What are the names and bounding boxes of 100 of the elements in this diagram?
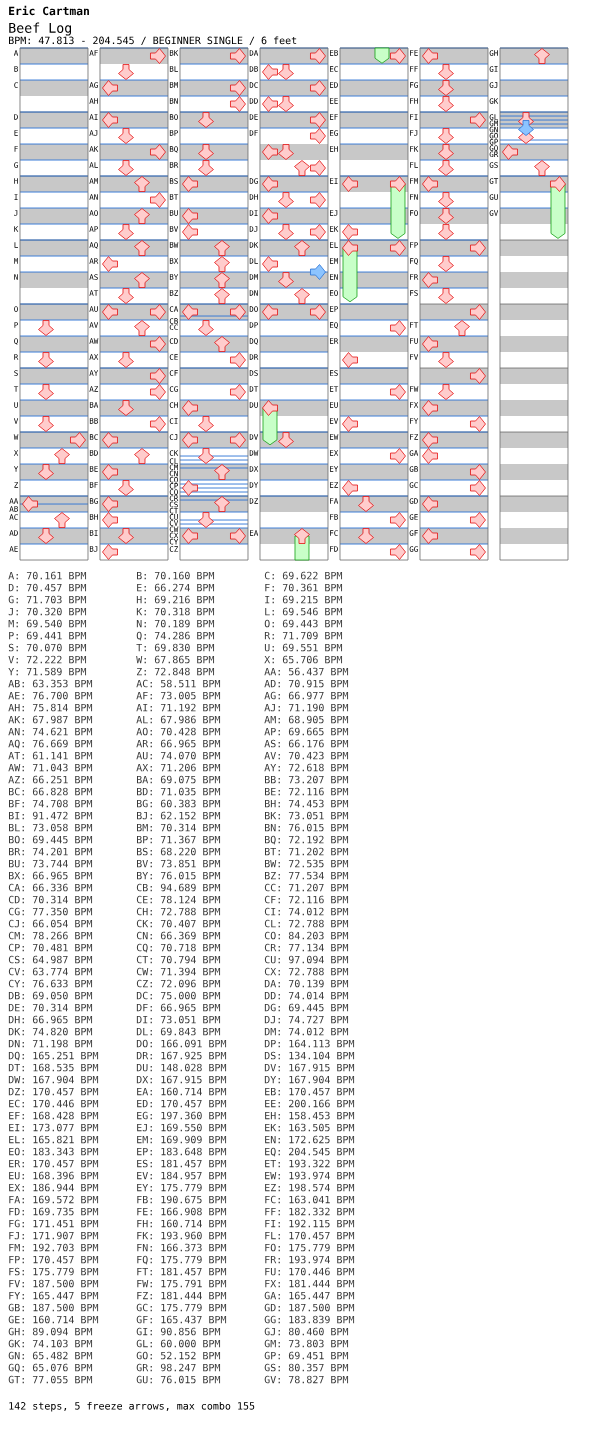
- bpm-list-entry: EH: 158.453 BPM: [265, 1111, 355, 1120]
- bpm-list-entry: BQ: 72.192 BPM: [265, 835, 349, 845]
- bpm-list-entry: EE: 200.166 BPM: [265, 1099, 355, 1108]
- bpm-list-entry: DX: 167.915 BPM: [136, 1075, 227, 1084]
- bpm-list-entry: BT: 71.202 BPM: [265, 847, 349, 856]
- bpm-list-entry: BZ: 77.534 BPM: [265, 871, 349, 880]
- bpm-list-entry: DS: 134.104 BPM: [264, 1051, 355, 1060]
- bpm-list-entry: AJ: 71.190 BPM: [264, 703, 349, 712]
- bpm-list-entry: DP: 164.113 BPM: [264, 1039, 355, 1048]
- bpm-list-entry: M: 69.540 BPM: [8, 619, 87, 628]
- bpm-list-entry: V: 72.222 BPM: [8, 655, 87, 664]
- bpm-list-entry: FM: 192.703 BPM: [9, 1243, 99, 1252]
- bpm-list-entry: BD: 71.035 BPM: [137, 787, 221, 796]
- bpm-list-entry: GG: 183.839 BPM: [264, 1315, 355, 1324]
- bpm-list-entry: AS: 66.176 BPM: [264, 739, 349, 748]
- bpm-list-entry: AB: 63.353 BPM: [8, 679, 93, 688]
- bpm-list-entry: CS: 64.987 BPM: [8, 955, 93, 964]
- bpm-list-entry: EJ: 169.550 BPM: [137, 1123, 227, 1132]
- bpm-list-entry: GL: 60.000 BPM: [136, 1339, 221, 1348]
- bpm-list-entry: FD: 169.735 BPM: [9, 1207, 99, 1216]
- bpm-list-entry: GP: 69.451 BPM: [264, 1351, 349, 1360]
- bpm-list-entry: DD: 74.014 BPM: [264, 991, 349, 1000]
- bpm-list-entry: I: 69.215 BPM: [265, 595, 343, 604]
- bpm-list-entry: CU: 97.094 BPM: [264, 955, 349, 964]
- bpm-list-entry: AX: 71.206 BPM: [136, 763, 221, 772]
- bpm-list-entry: DI: 73.051 BPM: [136, 1015, 221, 1024]
- bpm-list-entry: BO: 69.445 BPM: [9, 835, 93, 844]
- bpm-list-entry: EY: 175.779 BPM: [137, 1183, 227, 1192]
- bpm-list-entry: GV: 78.827 BPM: [264, 1375, 349, 1384]
- bpm-list-entry: GE: 160.714 BPM: [8, 1315, 99, 1324]
- bpm-list-entry: FK: 193.960 BPM: [137, 1231, 227, 1240]
- bpm-list-entry: GD: 187.500 BPM: [264, 1303, 355, 1312]
- bpm-list-entry: FL: 170.457 BPM: [265, 1231, 355, 1240]
- bpm-list-entry: DB: 69.050 BPM: [8, 991, 93, 1000]
- bpm-list-entry: BV: 73.851 BPM: [137, 859, 221, 868]
- bpm-list-entry: AG: 66.977 BPM: [264, 691, 349, 700]
- bpm-list-entry: AE: 76.700 BPM: [8, 691, 93, 700]
- bpm-list-entry: FP: 170.457 BPM: [9, 1255, 99, 1264]
- bpm-list-entry: CP: 70.481 BPM: [8, 943, 93, 952]
- bpm-list-entry: GI: 90.856 BPM: [136, 1327, 221, 1336]
- bpm-list-entry: EA: 160.714 BPM: [137, 1087, 227, 1096]
- bpm-list-entry: ES: 181.457 BPM: [137, 1159, 227, 1168]
- bpm-list-entry: GF: 165.437 BPM: [136, 1315, 227, 1324]
- bpm-list-entry: FG: 171.451 BPM: [9, 1219, 99, 1228]
- bpm-list-entry: DF: 66.965 BPM: [136, 1003, 221, 1012]
- bpm-list-entry: DY: 167.904 BPM: [264, 1075, 355, 1084]
- bpm-list-entry: BG: 60.383 BPM: [137, 799, 221, 808]
- bpm-list-entry: GH: 89.094 BPM: [8, 1327, 93, 1336]
- bpm-list-entry: GQ: 65.076 BPM: [8, 1363, 93, 1373]
- bpm-list-entry: FJ: 171.907 BPM: [9, 1231, 99, 1240]
- bpm-list-entry: DG: 69.445 BPM: [264, 1003, 349, 1012]
- bpm-list-entry: GJ: 80.460 BPM: [264, 1327, 349, 1336]
- bpm-list-entry: DT: 168.535 BPM: [8, 1063, 99, 1072]
- bpm-list-entry: FQ: 175.779 BPM: [137, 1255, 227, 1265]
- bpm-list-entry: DV: 167.915 BPM: [264, 1063, 355, 1072]
- bpm-list-entry: CM: 78.266 BPM: [8, 931, 93, 940]
- bpm-list-entry: BH: 74.453 BPM: [265, 799, 349, 808]
- bpm-list-entry: CY: 76.633 BPM: [8, 979, 93, 988]
- bpm-list-entry: GR: 98.247 BPM: [136, 1363, 221, 1372]
- bpm-list-entry: CD: 70.314 BPM: [8, 895, 93, 904]
- bpm-list-entry: Z: 72.848 BPM: [136, 667, 215, 676]
- bpm-list-entry: AM: 68.905 BPM: [264, 715, 349, 724]
- bpm-list-entry: AY: 72.618 BPM: [264, 763, 349, 772]
- bpm-list-entry: BJ: 62.152 BPM: [137, 811, 221, 820]
- bpm-list-entry: DR: 167.925 BPM: [136, 1051, 227, 1060]
- bpm-list-entry: AI: 71.192 BPM: [136, 703, 221, 712]
- bpm-list-entry: AU: 74.070 BPM: [136, 751, 221, 760]
- bpm-list-entry: E: 66.274 BPM: [137, 583, 215, 592]
- bpm-list-entry: D: 70.457 BPM: [8, 583, 87, 592]
- bpm-list-entry: BW: 72.535 BPM: [265, 859, 349, 868]
- bpm-list-entry: CG: 77.350 BPM: [8, 907, 93, 916]
- bpm-list-entry: FW: 175.791 BPM: [137, 1279, 227, 1288]
- bpm-list-entry: EB: 170.457 BPM: [265, 1087, 355, 1096]
- bpm-list-entry: FH: 160.714 BPM: [137, 1219, 227, 1228]
- bpm-list-entry: DO: 166.091 BPM: [136, 1039, 227, 1048]
- chart-summary: 142 steps, 5 freeze arrows, max combo 155: [9, 1401, 255, 1412]
- bpm-list-entry: BA: 69.075 BPM: [137, 775, 221, 784]
- bpm-list-entry: AK: 67.987 BPM: [8, 715, 93, 724]
- bpm-list-entry: BL: 73.058 BPM: [9, 823, 93, 832]
- bpm-list-entry: EM: 169.909 BPM: [137, 1135, 227, 1144]
- bpm-list-entry: FT: 181.457 BPM: [137, 1267, 227, 1276]
- bpm-list-entry: AL: 67.986 BPM: [136, 715, 221, 724]
- bpm-list-entry: FV: 187.500 BPM: [9, 1279, 99, 1288]
- bpm-list-entry: EU: 168.396 BPM: [9, 1171, 99, 1180]
- bpm-list-entry: ER: 170.457 BPM: [9, 1159, 99, 1168]
- bpm-list-entry: BK: 73.051 BPM: [265, 811, 349, 820]
- bpm-list-entry: BS: 68.220 BPM: [137, 847, 221, 856]
- bpm-list-entry: CK: 70.407 BPM: [136, 919, 221, 928]
- bpm-list-entry: DE: 70.314 BPM: [8, 1003, 93, 1012]
- bpm-list-entry: CV: 63.774 BPM: [8, 967, 93, 976]
- bpm-list-entry: GK: 74.103 BPM: [8, 1339, 93, 1348]
- bpm-list-entry: FX: 181.444 BPM: [265, 1279, 355, 1288]
- bpm-list-entry: Q: 74.286 BPM: [136, 631, 215, 641]
- bpm-list-entry: BU: 73.744 BPM: [9, 859, 93, 868]
- bpm-list-entry: EI: 173.077 BPM: [9, 1123, 99, 1132]
- bpm-list-entry: CC: 71.207 BPM: [264, 883, 349, 892]
- bpm-list-entry: ED: 170.457 BPM: [137, 1099, 227, 1108]
- bpm-list-entry: CA: 66.336 BPM: [8, 883, 93, 892]
- bpm-list-entry: FU: 170.446 BPM: [265, 1267, 355, 1276]
- bpm-list-entry: AD: 70.915 BPM: [264, 679, 349, 688]
